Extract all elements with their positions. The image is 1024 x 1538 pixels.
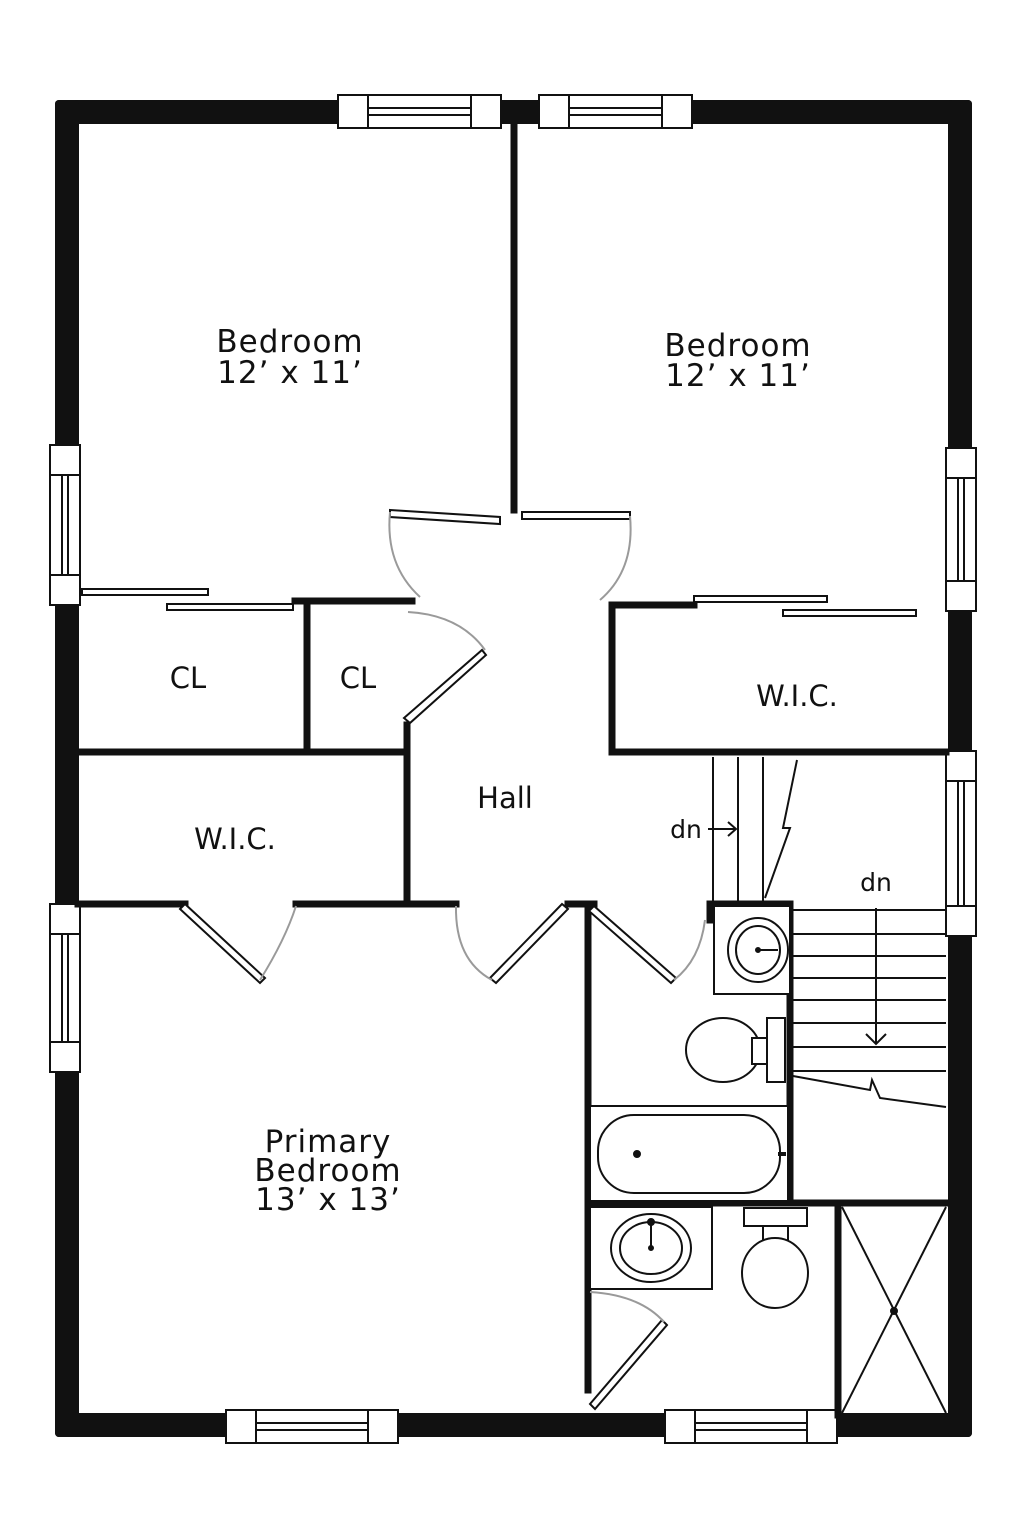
bedroom-left-dims: 12’ x 11’ [217,355,363,391]
primary-bedroom-line1: Primary [265,1124,392,1160]
door-primary-hall [454,902,570,985]
sink-lower-icon [589,1206,713,1290]
window-bottom-left [225,1409,399,1444]
toilet-upper-icon [685,1017,786,1083]
window-left-upper [49,444,81,606]
stair-upper-label: dn [670,815,702,844]
primary-bedroom-dims: 13’ x 13’ [255,1182,401,1218]
door-wic-left-a [178,902,297,985]
linen-closet-icon [841,1206,947,1414]
door-bath [587,904,706,985]
primary-bedroom-line2: Bedroom [254,1153,401,1189]
bath-fixtures [589,905,947,1414]
wall-left [55,100,79,1437]
door-bedroom-left [388,508,501,598]
wic-left-label: W.I.C. [194,822,276,856]
stairs [708,757,947,1108]
windows [49,94,977,1444]
window-right-upper [945,447,977,612]
interior-walls [74,116,952,1419]
bathtub-icon [589,1105,789,1202]
door-closet-middle [402,611,488,725]
bedroom-right-name: Bedroom [664,328,811,364]
closet-left-label: CL [170,661,206,695]
bedroom-right-dims: 12’ x 11’ [665,358,811,394]
slider-wic-right-b [782,609,917,617]
room-labels: Bedroom 12’ x 11’ Bedroom 12’ x 11’ CL C… [170,324,892,1218]
window-right-middle [945,750,977,937]
door-bedroom-right [521,511,632,601]
wall-top [55,100,972,124]
sink-upper-icon [713,905,791,995]
slider-cl-left-b [166,603,294,611]
door-primary-bath [588,1291,669,1411]
slider-cl-left-a [81,588,209,596]
sliding-doors [81,588,917,617]
bedroom-left-name: Bedroom [216,324,363,360]
window-top-right [538,94,693,129]
hall-label: Hall [477,781,533,815]
window-top-left [337,94,502,129]
closet-middle-label: CL [340,661,376,695]
window-left-lower [49,903,81,1073]
stair-lower-label: dn [860,868,892,897]
toilet-lower-icon [741,1207,809,1309]
stair-upper-run [708,757,798,902]
slider-wic-right-a [693,595,828,603]
swing-doors [178,508,706,1411]
stair-lower-run [792,908,947,1108]
window-bottom-right [664,1409,838,1444]
wic-right-label: W.I.C. [756,679,838,713]
